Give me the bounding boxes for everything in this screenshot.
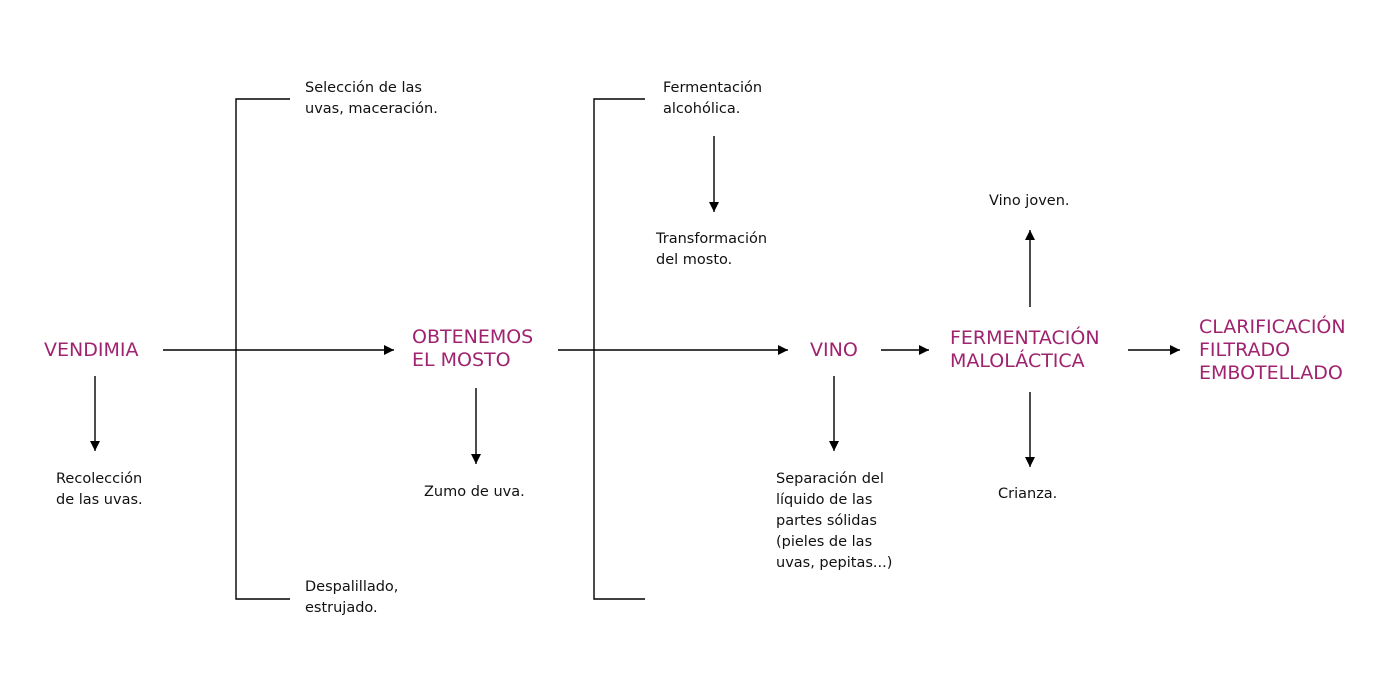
stage-label: OBTENEMOS — [412, 326, 534, 348]
bracket-fermentacion-steps — [593, 98, 645, 600]
note-zumo: Zumo de uva. — [424, 482, 525, 503]
stage-clarificacion-filtrado-embotellado: CLARIFICACIÓN FILTRADO EMBOTELLADO — [1199, 316, 1346, 385]
note-separacion: Separación del líquido de las partes sól… — [776, 469, 892, 574]
stage-fermentacion-malolactica: FERMENTACIÓN MALOLÁCTICA — [950, 327, 1100, 373]
note-despalillado: Despalillado, estrujado. — [305, 577, 398, 619]
note-crianza: Crianza. — [998, 484, 1057, 505]
stage-label: VINO — [810, 339, 858, 361]
note-recoleccion: Recolección de las uvas. — [56, 469, 143, 511]
note-line: uvas, maceración. — [305, 101, 438, 117]
stage-vino: VINO — [810, 339, 858, 362]
note-line: Fermentación — [663, 80, 763, 96]
note-line: Crianza. — [998, 486, 1058, 502]
note-line: Vino joven. — [989, 193, 1070, 209]
note-line: uvas, pepitas...) — [776, 555, 893, 571]
note-line: del mosto. — [656, 252, 733, 268]
note-fermentacion-alcoholica: Fermentación alcohólica. — [663, 78, 762, 120]
note-line: Selección de las — [305, 80, 422, 96]
stage-label: EMBOTELLADO — [1199, 362, 1343, 384]
note-line: líquido de las — [776, 492, 873, 508]
stage-vendimia: VENDIMIA — [44, 339, 138, 362]
note-vino-joven: Vino joven. — [989, 191, 1070, 212]
stage-label: EL MOSTO — [412, 349, 511, 371]
note-transformacion: Transformación del mosto. — [656, 229, 767, 271]
note-seleccion: Selección de las uvas, maceración. — [305, 78, 438, 120]
stage-label: CLARIFICACIÓN — [1199, 316, 1346, 338]
bracket-mosto-steps — [235, 98, 290, 600]
stage-label: FILTRADO — [1199, 339, 1291, 361]
stage-label: MALOLÁCTICA — [950, 350, 1085, 372]
note-line: de las uvas. — [56, 492, 143, 508]
note-line: estrujado. — [305, 600, 378, 616]
note-line: Zumo de uva. — [424, 484, 525, 500]
stage-label: FERMENTACIÓN — [950, 327, 1100, 349]
note-line: Recolección — [56, 471, 143, 487]
note-line: partes sólidas — [776, 513, 877, 529]
note-line: Despalillado, — [305, 579, 399, 595]
stage-obtenemos-el-mosto: OBTENEMOS EL MOSTO — [412, 326, 533, 372]
note-line: Transformación — [656, 231, 768, 247]
note-line: (pieles de las — [776, 534, 873, 550]
note-line: alcohólica. — [663, 101, 741, 117]
note-line: Separación del — [776, 471, 884, 487]
stage-label: VENDIMIA — [44, 339, 139, 361]
